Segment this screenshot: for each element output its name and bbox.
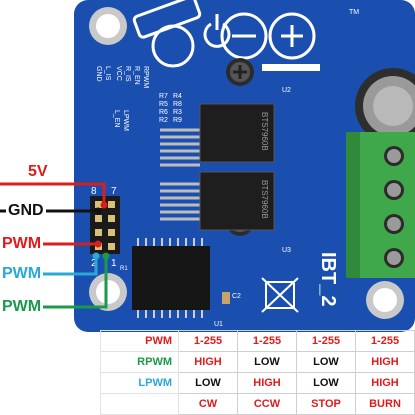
pin-labels: VCC R_IS R_EN RPWM GND L_IS L_EN LPWM: [95, 66, 149, 131]
table-row: RPWM HIGH LOW LOW HIGH: [100, 351, 415, 373]
weee-symbol: [261, 277, 299, 313]
screw-terminal: [346, 132, 415, 278]
svg-text:R4: R4: [173, 93, 182, 100]
table-cell: LOW: [237, 351, 297, 373]
pin-label-rpwm: RPWM: [142, 66, 149, 88]
arduino-logo-left: [220, 12, 268, 60]
table-cell: 1-255: [355, 330, 415, 352]
label-r1: R1: [120, 266, 128, 272]
row-label-direction: [100, 393, 179, 415]
electrolytic-capacitor: [355, 68, 415, 144]
label-c2: C2: [232, 293, 241, 300]
power-symbol: [203, 14, 231, 48]
wire-label-pwm-green: PWM: [0, 298, 44, 316]
table-cell: STOP: [296, 393, 356, 415]
capacitor-c2: [222, 292, 230, 304]
table-cell: BURN: [355, 393, 415, 415]
pin-label-l-is: L_IS: [104, 66, 111, 81]
table-cell: 1-255: [296, 330, 356, 352]
svg-text:R8: R8: [173, 101, 182, 108]
label-u3: U3: [282, 247, 291, 254]
table-cell: LOW: [178, 372, 238, 394]
pin-label-r-is: R_IS: [124, 66, 131, 82]
wire-5v: [0, 182, 106, 205]
pin-label-r-en: R_EN: [133, 66, 140, 85]
header-number-7: 7: [111, 186, 117, 197]
wire-label-5v: 5V: [26, 163, 50, 181]
mounting-hole-top-left: [89, 7, 127, 45]
svg-text:BTS7960B: BTS7960B: [260, 180, 269, 219]
wire-label-pwm-cyan: PWM: [0, 265, 44, 283]
table-cell: LOW: [296, 351, 356, 373]
svg-text:R9: R9: [173, 117, 182, 124]
row-label-rpwm: RPWM: [100, 351, 179, 373]
table-cell: HIGH: [355, 351, 415, 373]
header-number-8: 8: [91, 186, 97, 197]
mounting-hole-bottom-right: [366, 281, 404, 319]
pin-label-vcc: VCC: [115, 66, 122, 81]
rohs-logo: [132, 0, 202, 39]
tm-mark: TM: [349, 9, 359, 16]
label-u2: U2: [282, 87, 291, 94]
wire-label-gnd: GND: [6, 202, 46, 220]
svg-text:R2: R2: [159, 117, 168, 124]
row-label-pwm: PWM: [100, 330, 179, 352]
svg-text:BTS7960B: BTS7960B: [260, 112, 269, 151]
pin-label-l-en: L_EN: [113, 110, 120, 128]
table-cell: 1-255: [237, 330, 297, 352]
pin-label-lpwm: LPWM: [122, 110, 129, 131]
silkscreen-bar: [262, 64, 320, 71]
arduino-logo-right: [268, 12, 316, 60]
table-row: LPWM LOW HIGH LOW HIGH: [100, 372, 415, 394]
table-cell: CW: [178, 393, 238, 415]
label-u1: U1: [214, 321, 223, 328]
table-cell: 1-255: [178, 330, 238, 352]
header-number-2: 2: [91, 258, 97, 269]
truth-table: PWM 1-255 1-255 1-255 1-255 RPWM HIGH LO…: [100, 330, 415, 415]
table-row: PWM 1-255 1-255 1-255 1-255: [100, 330, 415, 352]
svg-text:R5: R5: [159, 101, 168, 108]
svg-text:R7: R7: [159, 93, 168, 100]
header-number-1: 1: [111, 258, 117, 269]
driver-chip-top: BTS7960B: [160, 103, 275, 167]
svg-text:R3: R3: [173, 109, 182, 116]
table-row: CW CCW STOP BURN: [100, 393, 415, 415]
table-cell: HIGH: [178, 351, 238, 373]
table-cell: HIGH: [355, 372, 415, 394]
svg-text:R6: R6: [159, 109, 168, 116]
driver-chip-bottom: BTS7960B: [160, 171, 275, 231]
certification-logos: [132, 0, 316, 68]
table-cell: CCW: [237, 393, 297, 415]
board-name: IBT_2: [317, 252, 339, 306]
resistor-labels: R7 R4 R5 R8 R6 R3 R2 R9: [159, 93, 182, 124]
table-cell: LOW: [296, 372, 356, 394]
row-label-lpwm: LPWM: [100, 372, 179, 394]
logic-ic: [132, 238, 210, 318]
wire-label-pwm-red: PWM: [0, 235, 44, 253]
screw-top: [226, 58, 254, 86]
pin-label-gnd: GND: [95, 66, 102, 82]
table-cell: HIGH: [237, 372, 297, 394]
mounting-hole-bottom-left: [89, 273, 127, 311]
